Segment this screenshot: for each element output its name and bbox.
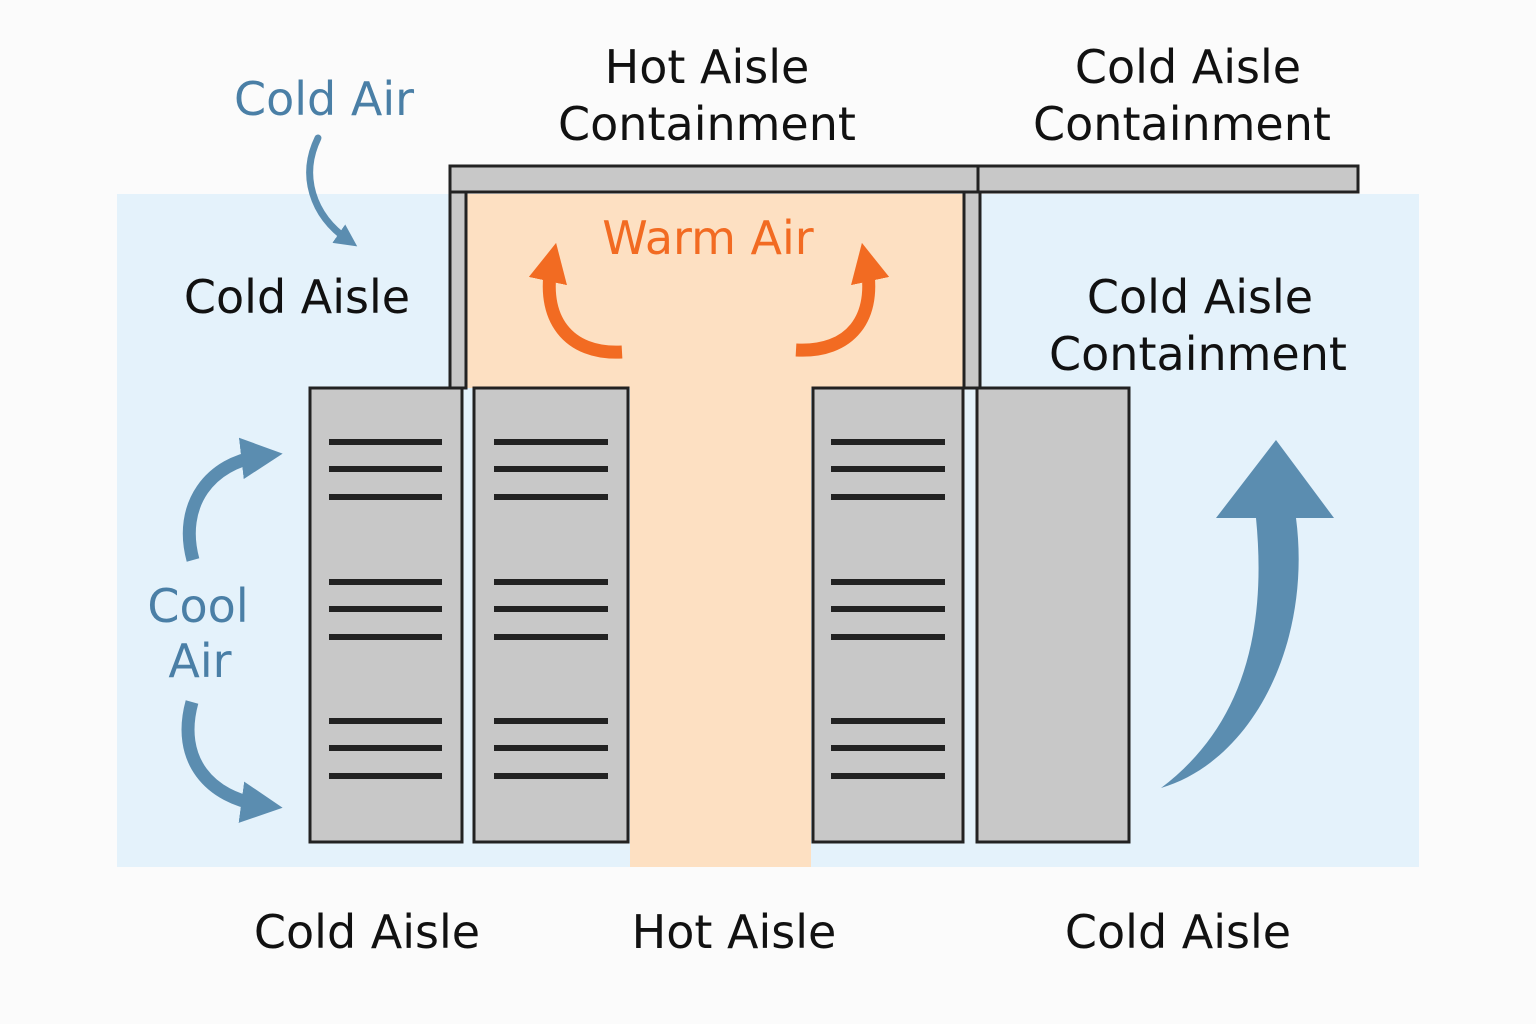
cool-air-arrow-lower-icon — [181, 700, 283, 823]
containment-wall-right — [962, 190, 982, 390]
cool-air-label-line2: Air — [168, 634, 231, 688]
cold-aisle-containment-right-label-line1: Cold Aisle — [1087, 270, 1313, 324]
rack-1-vents — [329, 439, 442, 779]
cold-aisle-containment-right-label-line2: Containment — [1049, 327, 1347, 381]
rack-2-vents — [494, 439, 608, 779]
warm-air-arrow-left-icon — [528, 242, 623, 359]
hot-aisle-zone-lower — [630, 388, 811, 867]
server-rack-2 — [472, 386, 630, 844]
updraft-arrow-icon — [1161, 440, 1334, 788]
warm-air-label: Warm Air — [602, 211, 814, 265]
cold-aisle-containment-top-label-line1: Cold Aisle — [1075, 40, 1301, 94]
bottom-hot-aisle-label: Hot Aisle — [632, 905, 837, 959]
bottom-cold-aisle-right-label: Cold Aisle — [1065, 905, 1291, 959]
rack-3-vents — [831, 439, 945, 779]
hot-aisle-containment-label-line2: Containment — [558, 97, 856, 151]
cold-aisle-containment-top-label-line2: Containment — [1033, 97, 1331, 151]
hot-aisle-containment-label-line1: Hot Aisle — [605, 40, 810, 94]
cold-air-label: Cold Air — [234, 72, 414, 126]
cold-aisle-left-label: Cold Aisle — [184, 270, 410, 324]
bottom-cold-aisle-left-label: Cold Aisle — [254, 905, 480, 959]
server-rack-1 — [308, 386, 464, 844]
cold-air-arrow-icon — [306, 134, 358, 247]
server-rack-4 — [975, 386, 1131, 844]
warm-air-arrow-right-icon — [795, 242, 890, 357]
containment-roof-left — [448, 164, 980, 194]
server-rack-3 — [811, 386, 965, 844]
cool-air-label-line1: Cool — [147, 579, 248, 633]
cool-air-arrow-upper-icon — [182, 437, 283, 562]
containment-wall-left — [448, 190, 468, 390]
containment-roof-right — [976, 164, 1360, 194]
